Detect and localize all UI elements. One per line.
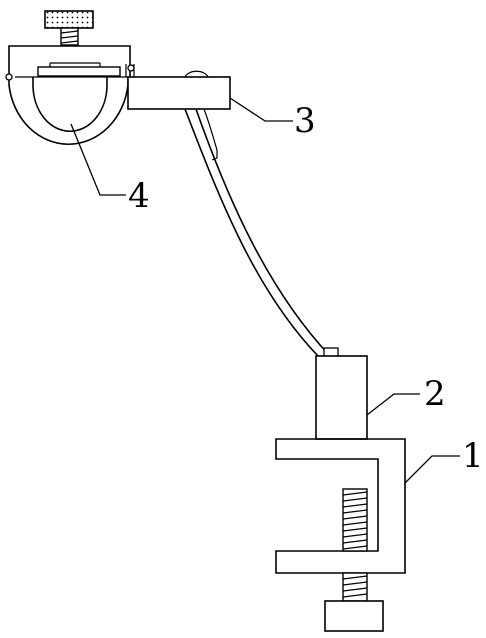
c-clamp-base xyxy=(275,438,406,632)
holder-ring-inner xyxy=(32,77,108,133)
bottom-knob xyxy=(324,600,384,632)
pivot-left xyxy=(5,73,13,81)
top-screw-thread xyxy=(60,27,79,46)
top-head-assembly xyxy=(5,10,231,145)
head-frame xyxy=(8,45,131,77)
callout-3: 3 xyxy=(229,97,316,141)
upright-post xyxy=(315,355,368,440)
flexible-arm xyxy=(184,108,339,358)
callout-1: 1 xyxy=(404,436,484,484)
label-3: 3 xyxy=(294,101,316,141)
arm-head-bar xyxy=(127,76,231,110)
label-4: 4 xyxy=(128,176,150,216)
label-2: 2 xyxy=(424,374,446,414)
top-knob xyxy=(44,10,94,29)
pivot-right xyxy=(127,64,135,72)
label-1: 1 xyxy=(462,436,484,476)
callout-4: 4 xyxy=(70,123,150,216)
base-screw-thread xyxy=(342,488,368,602)
callout-2: 2 xyxy=(366,374,446,416)
clamp-plate xyxy=(37,66,121,77)
holder-ring-outer xyxy=(8,77,129,145)
